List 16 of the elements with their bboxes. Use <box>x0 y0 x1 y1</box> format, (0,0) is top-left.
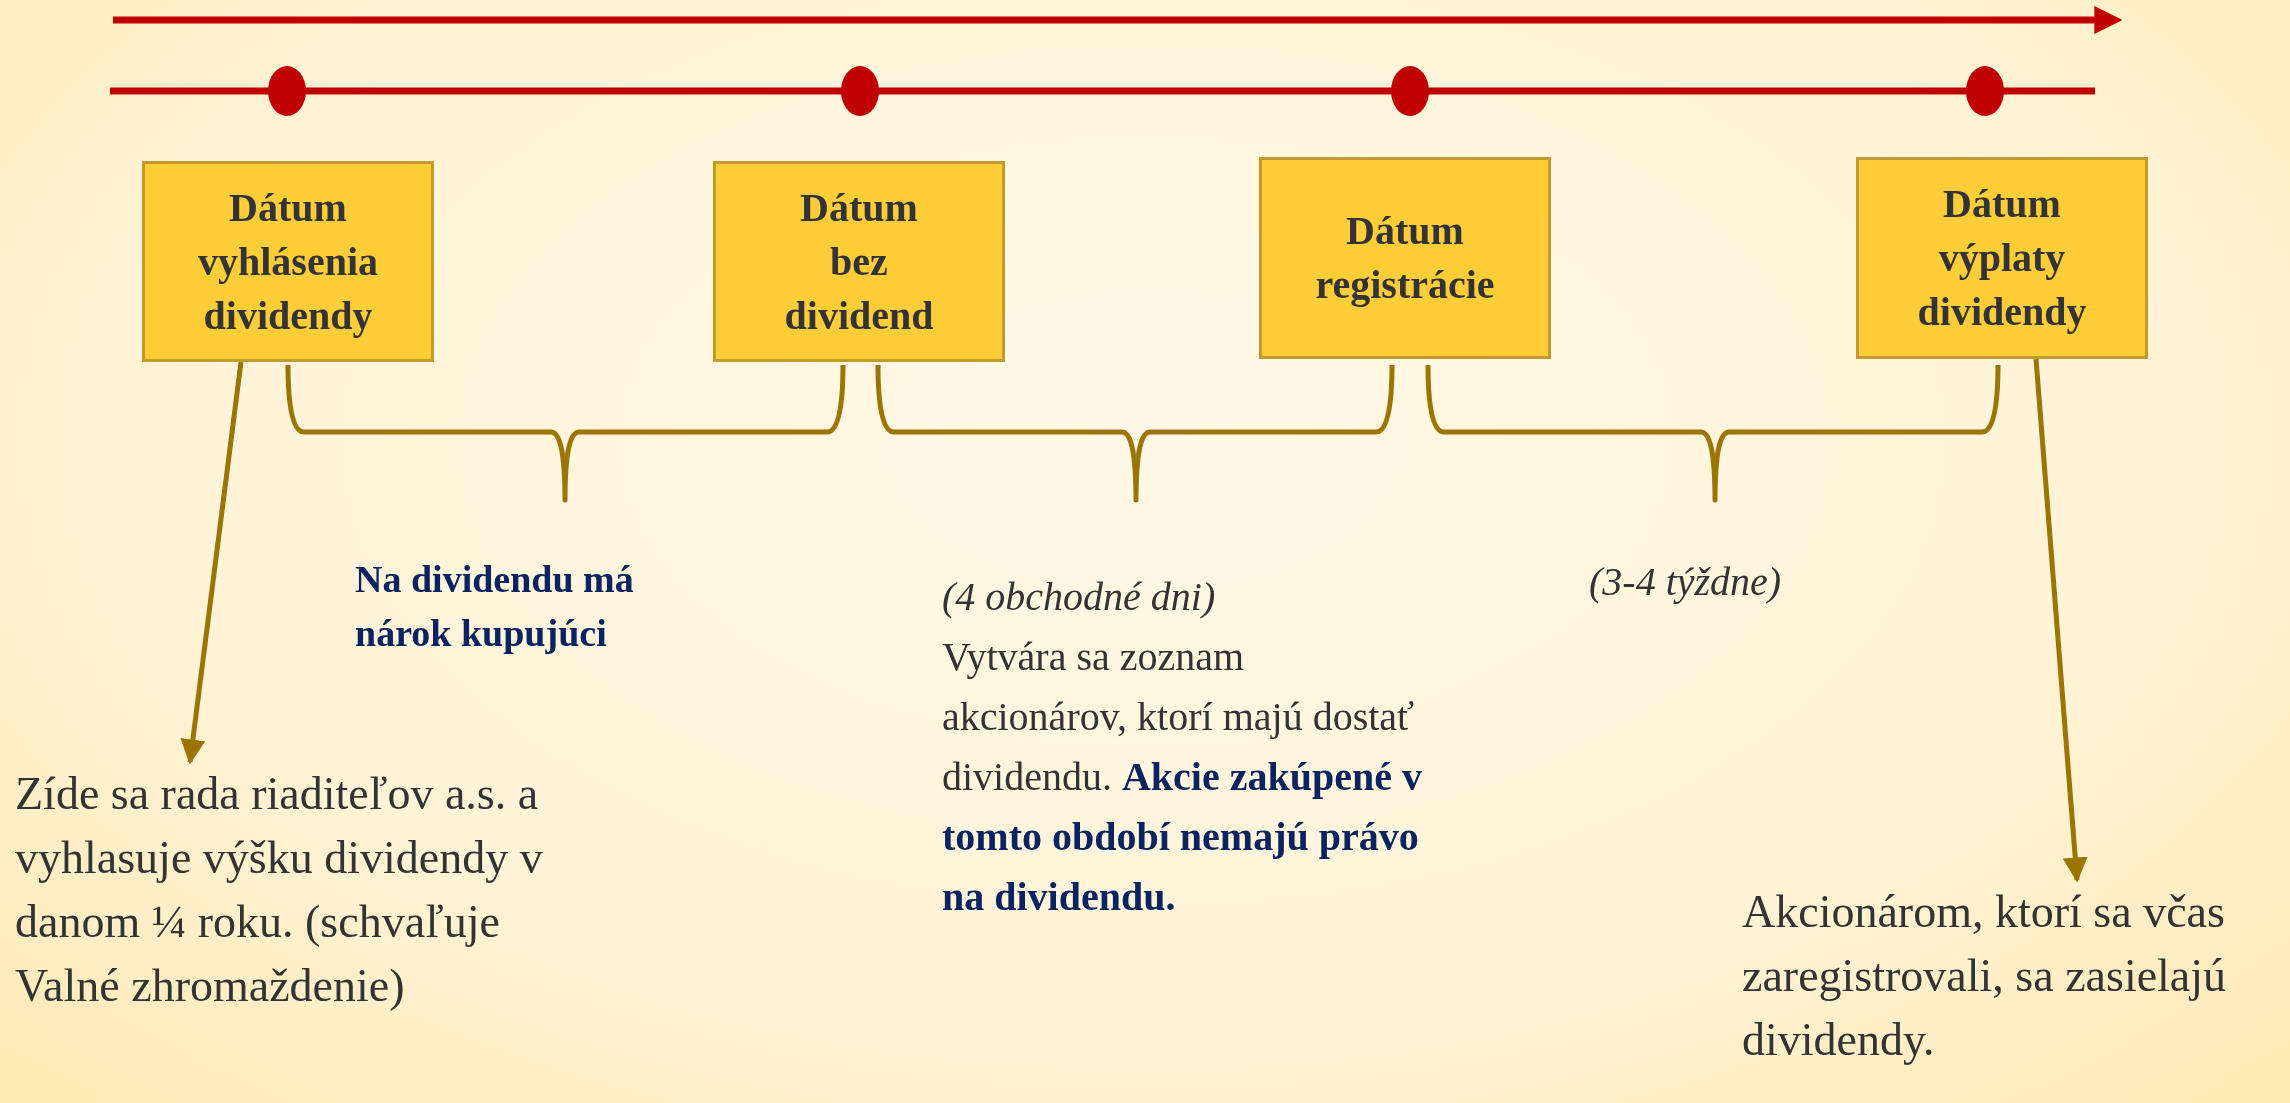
date-box <box>713 161 1005 362</box>
period-note: Vytvára sa zoznam akcionárov, ktorí majú dostať dividendu. Akcie zakúpené v tomto období nemajú právo na dividendu. <box>942 633 1423 921</box>
note-text: Akcionárom, ktorí sa včas zaregistrovali, sa zasielajú dividendy. <box>1742 885 2228 1067</box>
date-title: Dátum bez dividend <box>784 183 934 340</box>
date-title: Dátum vyhlásenia dividendy <box>198 183 378 340</box>
date-box <box>1259 157 1551 359</box>
date-box <box>142 161 434 362</box>
leader-arrow <box>180 361 244 765</box>
date-box <box>1856 157 2148 359</box>
period-note: (4 obchodné dni) <box>942 573 1217 621</box>
note-text: Zíde sa rada riaditeľov a.s. a vyhlasuje výšku dividendy v danom ¼ roku. (schvaľuje Valné zhromaždenie) <box>15 767 544 1013</box>
period-note: Na dividendu má nárok kupujúci <box>355 557 635 656</box>
date-title: Dátum registrácie <box>1315 207 1495 309</box>
period-note: (3-4 týždne) <box>1589 558 1783 606</box>
leader-arrow <box>2033 358 2088 883</box>
date-title: Dátum výplaty dividendy <box>1917 180 2087 336</box>
